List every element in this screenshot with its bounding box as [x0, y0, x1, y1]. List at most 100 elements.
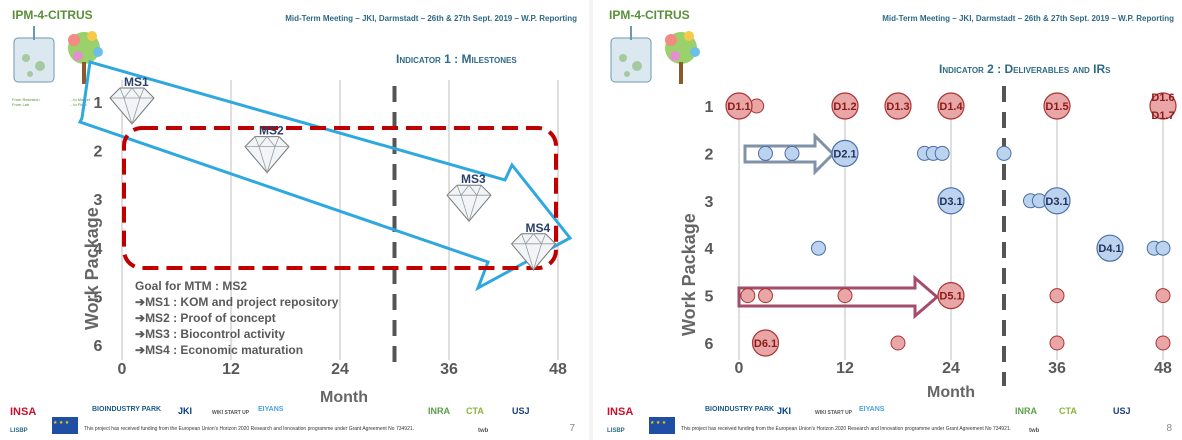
deliverable-bubble	[751, 329, 780, 357]
x-tick-label: 48	[1154, 360, 1172, 377]
highlight-arrow	[743, 132, 836, 176]
x-tick-label: 48	[549, 361, 567, 378]
deliverable-bubble	[937, 92, 965, 120]
deliverable-label: D4.1	[1098, 243, 1121, 255]
small-marker	[996, 145, 1012, 161]
eu-flag-icon	[649, 417, 675, 434]
partner-logo-wiki: WIKI START UP	[815, 410, 853, 416]
x-tick-label: 0	[118, 361, 127, 378]
deliverable-label: D1.1	[727, 101, 750, 113]
indicator-title: Indicator 1 : Milestones	[396, 52, 517, 66]
milestone-label: MS1	[124, 75, 149, 89]
partner-logo-inra: INRA	[1015, 406, 1037, 416]
deliverable-label: D3.1	[939, 196, 962, 208]
deliverable-bubble	[937, 282, 965, 310]
partner-logo-cta: CTA	[466, 406, 484, 416]
small-marker	[784, 145, 800, 161]
deliverable-label: D1.2	[833, 101, 856, 113]
deliverable-bubble	[725, 92, 753, 120]
slide-indicator-1: IPM-4-CITRUS Mid-Term Meeting – JKI, Dar…	[0, 0, 585, 440]
goal-item: ➔MS3 : Biocontrol activity	[135, 327, 286, 341]
small-marker	[890, 335, 906, 351]
small-marker	[837, 288, 853, 304]
small-marker	[758, 145, 773, 161]
deliverable-label: D1.3	[886, 101, 909, 113]
small-marker	[1155, 240, 1171, 256]
diamond-icon	[244, 135, 290, 174]
partner-logo-lisbp: LISBP	[607, 428, 625, 434]
page-number: 7	[569, 423, 575, 434]
small-marker	[811, 240, 826, 256]
goal-item: ➔MS1 : KOM and project repository	[135, 295, 339, 309]
partner-logo-insa: INSA	[607, 406, 634, 418]
goal-item: ➔MS2 : Proof of concept	[135, 311, 276, 325]
y-tick-label: 1	[705, 99, 714, 116]
deliverable-bubble	[1043, 92, 1071, 120]
y-tick-label: 4	[705, 241, 714, 258]
diamond-icon	[109, 87, 155, 126]
deliverable-label: D1.4	[939, 101, 963, 113]
x-axis-title: Month	[927, 384, 975, 401]
deliverable-bubble	[831, 92, 859, 120]
y-tick-label: 4	[94, 241, 103, 258]
deliverable-bubble	[884, 92, 912, 120]
milestone-label: MS4	[526, 221, 551, 235]
deliverable-bubble	[1149, 92, 1177, 120]
milestone-label: MS3	[461, 172, 486, 186]
small-marker	[758, 288, 773, 304]
deliverable-label: D6.1	[754, 338, 777, 350]
y-tick-label: 2	[94, 144, 103, 161]
diamond-icon	[446, 184, 492, 223]
x-tick-label: 0	[735, 360, 744, 377]
y-axis-title: Work Package	[82, 207, 102, 330]
meeting-header: Mid-Term Meeting – JKI, Darmstadt – 26th…	[285, 14, 577, 23]
highlight-arrow	[737, 274, 940, 320]
partner-logo-wiki: WIKI START UP	[212, 410, 250, 416]
y-tick-label: 3	[94, 192, 103, 209]
deliverable-bubble	[1043, 187, 1071, 215]
small-marker	[1049, 335, 1065, 351]
partner-logo-bioindustry: BIOINDUSTRY PARK	[92, 406, 162, 413]
partner-footer: INSA BIOINDUSTRY PARK JKI WIKI START UP …	[597, 400, 1182, 440]
partner-logo-jki: JKI	[777, 406, 792, 416]
partner-logo-usj: USJ	[512, 406, 530, 416]
y-tick-label: 3	[705, 194, 714, 211]
x-tick-label: 12	[836, 360, 854, 377]
y-tick-label: 2	[705, 146, 714, 163]
y-tick-label: 6	[705, 336, 714, 353]
small-marker	[934, 145, 950, 161]
funding-note: This project has received funding from t…	[84, 426, 415, 432]
deliverable-bubble	[831, 139, 859, 167]
meeting-header: Mid-Term Meeting – JKI, Darmstadt – 26th…	[882, 14, 1174, 23]
cyan-arrow	[77, 60, 573, 292]
goal-box: Goal for MTM : MS2 ➔MS1 : KOM and projec…	[135, 278, 338, 358]
partner-logo-inra: INRA	[428, 406, 450, 416]
partner-logo-insa: INSA	[10, 406, 37, 418]
partner-logo-eiyans: EIYANS	[258, 406, 284, 413]
mtm-focus-box	[122, 126, 558, 270]
partner-footer: INSA BIOINDUSTRY PARK JKI WIKI START UP …	[0, 400, 585, 440]
y-axis-title: Work Package	[679, 213, 699, 336]
indicator-title: Indicator 2 : Deliverables and IRs	[939, 62, 1111, 76]
deliverable-label: D1.6	[1151, 92, 1174, 104]
partner-logo-lisbp: LISBP	[10, 428, 28, 434]
partner-logo-cta: CTA	[1059, 406, 1077, 416]
small-marker	[1155, 288, 1171, 304]
goal-title: Goal for MTM : MS2	[135, 279, 247, 293]
y-tick-label: 1	[94, 95, 103, 112]
page-number: 8	[1166, 423, 1172, 434]
partner-logo-bioindustry: BIOINDUSTRY PARK	[705, 406, 775, 413]
project-logo	[610, 26, 700, 84]
deliverable-label: D5.1	[939, 291, 962, 303]
y-tick-label: 5	[94, 289, 103, 306]
deliverable-label: D1.7	[1151, 110, 1174, 122]
deliverable-label: D2.1	[833, 148, 856, 160]
deliverable-label: D1.5	[1045, 101, 1068, 113]
y-tick-label: 6	[94, 338, 103, 355]
diamond-icon	[510, 233, 557, 272]
partner-logo-jki: JKI	[178, 406, 193, 416]
deliverable-label: D3.1	[1045, 196, 1068, 208]
project-logo	[13, 26, 103, 84]
